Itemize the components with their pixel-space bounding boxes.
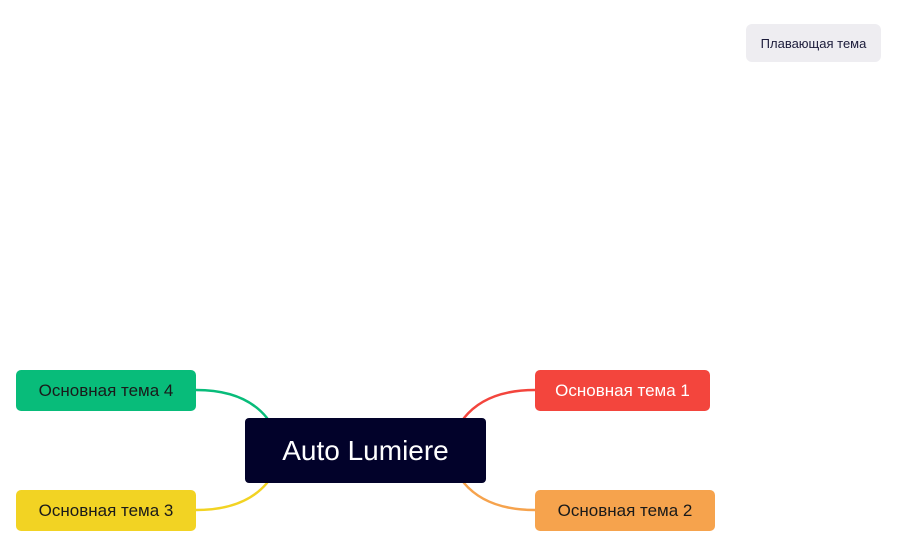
main-topic-1[interactable]: Основная тема 1 xyxy=(535,370,710,411)
floating-topic[interactable]: Плавающая тема xyxy=(746,24,881,62)
main-topic-4[interactable]: Основная тема 4 xyxy=(16,370,196,411)
main-topic-3-label: Основная тема 3 xyxy=(38,500,174,520)
main-topic-1-label: Основная тема 1 xyxy=(555,380,690,400)
floating-topic-label: Плавающая тема xyxy=(760,35,867,51)
connector-topic-2 xyxy=(462,481,537,512)
main-topic-2-label: Основная тема 2 xyxy=(557,500,693,520)
connector-topic-4 xyxy=(194,388,269,420)
central-topic-label: Auto Lumiere xyxy=(282,434,449,466)
main-topic-2[interactable]: Основная тема 2 xyxy=(535,490,715,531)
main-topic-3[interactable]: Основная тема 3 xyxy=(16,490,196,531)
connector-topic-3 xyxy=(194,481,269,512)
main-topic-4-label: Основная тема 4 xyxy=(38,380,174,400)
connector-topic-1 xyxy=(462,388,537,420)
central-topic[interactable]: Auto Lumiere xyxy=(245,418,486,483)
